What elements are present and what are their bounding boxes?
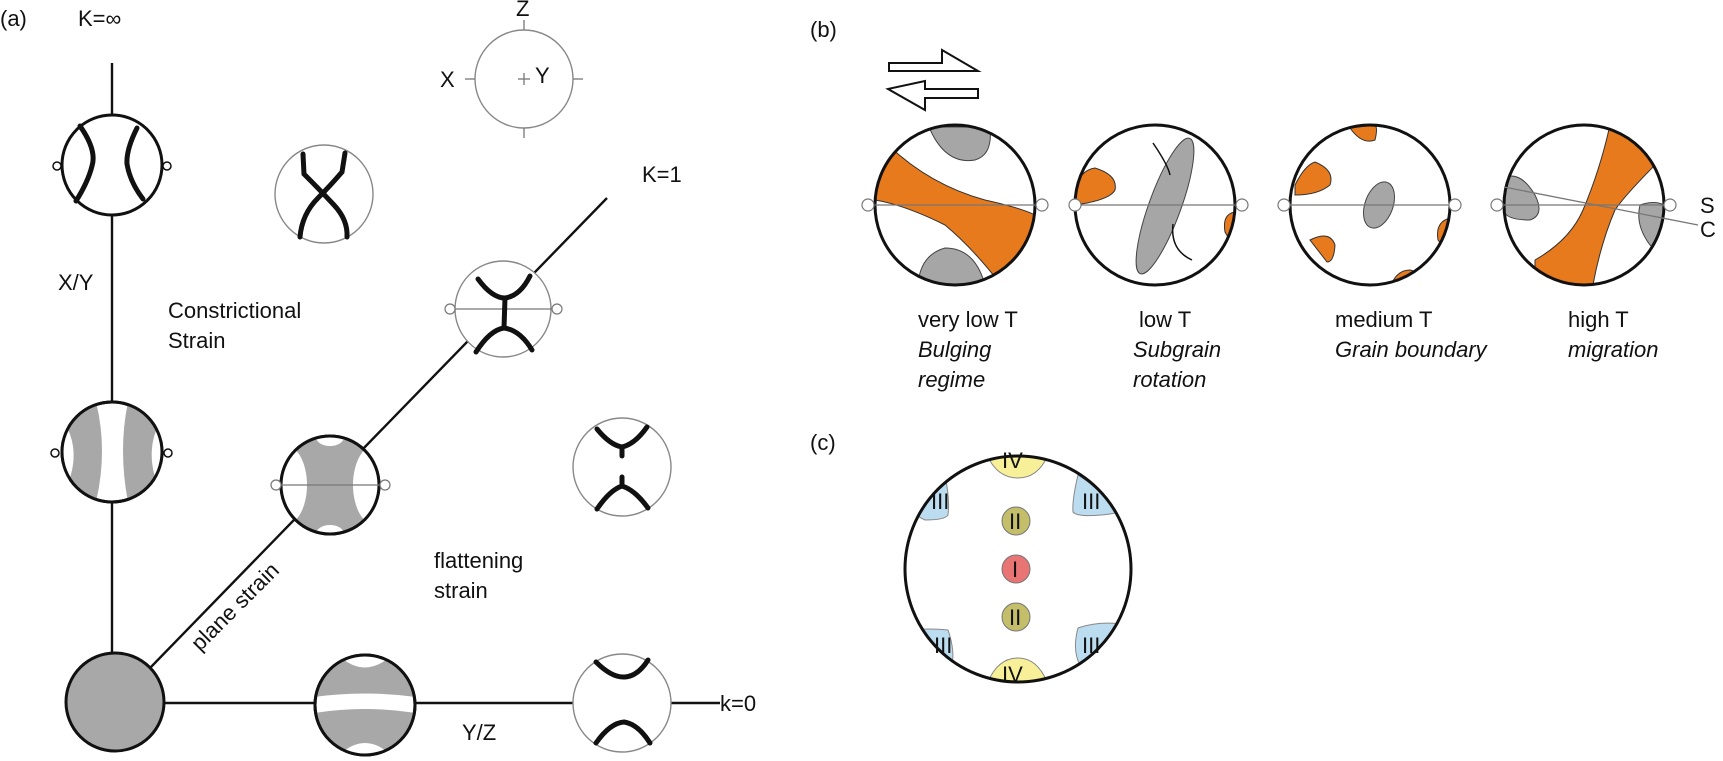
flattening-label-1: flattening [434,548,523,573]
label-iv-bottom: IV [1002,662,1023,687]
temp-label-1: very low T [918,307,1018,332]
label-iii-upper-left: III [931,489,949,514]
panel-c: (c) IV III III II I II III III IV [810,430,1133,687]
yz-axis-label: Y/Z [462,720,496,745]
k-zero-label: k=0 [720,691,756,716]
label-iii-lower-right: III [1082,633,1100,658]
k-one-label: K=1 [642,162,682,187]
label-iv-top: IV [1002,448,1023,473]
panel-b-label: (b) [810,17,837,42]
stereonet-high-t: S C [1490,123,1716,287]
maximum-ii-upper [1001,506,1031,536]
stereonet-uniform-gray [64,651,166,753]
plane-strain-line [149,197,608,669]
reference-axes-stereonet: Z X Y [440,0,583,138]
flattening-label-2: strain [434,578,488,603]
regime-label-3a: Grain boundary [1335,337,1489,362]
xy-axis-label: X/Y [58,270,94,295]
constrictional-label-2: Strain [168,328,225,353]
plane-strain-label: plane strain [186,557,284,655]
temp-label-2: low T [1139,307,1191,332]
regime-label-4a: migration [1568,337,1658,362]
stereonet-medium-t [1277,123,1462,287]
s-plane-label: S [1700,193,1715,218]
z-axis-label: Z [516,0,529,21]
stereonet-k-zero-girdles [572,653,672,753]
stereonet-very-low-t [861,123,1049,287]
label-ii-upper: II [1009,509,1021,534]
y-axis-label: Y [535,63,550,88]
maximum-i-center [1001,554,1031,584]
c-plane-label: C [1700,217,1716,242]
stereonet-low-t [1068,123,1249,287]
panel-b: (b) [810,17,1716,392]
label-iii-upper-right: III [1082,489,1100,514]
label-ii-lower: II [1009,605,1021,630]
panel-a-label: (a) [0,6,27,31]
regime-label-1b: regime [918,367,985,392]
stereonet-flattening-girdles [572,417,672,517]
regime-label-2a: Subgrain [1133,337,1221,362]
k-infinity-label: K=∞ [78,6,121,31]
stereonet-k-infinity-girdles [52,113,172,217]
temp-label-3: medium T [1335,307,1432,332]
temp-label-4: high T [1568,307,1629,332]
stereonet-c-outline [903,454,1133,684]
maximum-ii-lower [1001,602,1031,632]
panel-a: (a) K=∞ X/Y Y/Z K=1 k=0 Constrictional S… [0,0,756,757]
shear-arrow-right-icon [888,48,982,72]
regime-label-1a: Bulging [918,337,992,362]
regime-label-2b: rotation [1133,367,1206,392]
stereonet-flattening-gray [313,653,417,757]
shear-arrow-left-icon [885,79,979,112]
stereonet-crossed-girdles [274,144,374,244]
panel-c-label: (c) [810,430,836,455]
stereonet-constrictional-gray [50,400,173,504]
x-axis-label: X [440,67,455,92]
label-i-center: I [1012,557,1018,582]
stereonet-k-one-girdles [444,260,563,358]
label-iii-lower-left: III [934,633,952,658]
constrictional-label-1: Constrictional [168,298,301,323]
stereonet-plane-strain-gray [270,434,391,536]
